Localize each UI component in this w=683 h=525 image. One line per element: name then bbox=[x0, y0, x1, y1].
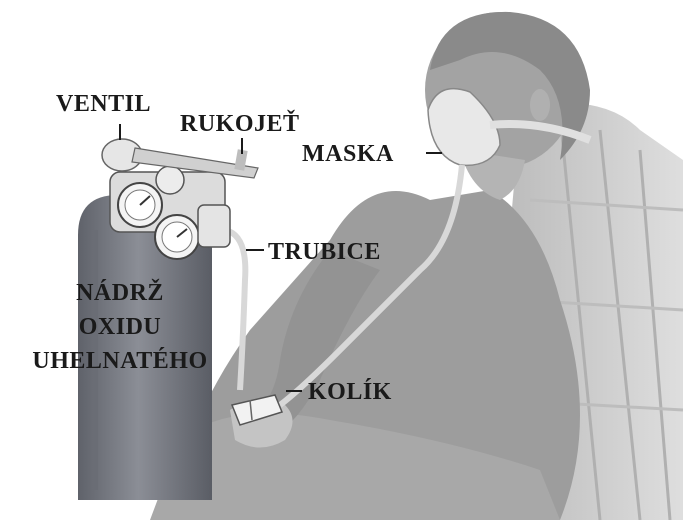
label-ventil: VENTIL bbox=[56, 92, 151, 116]
label-maska: MASKA bbox=[302, 142, 394, 166]
person bbox=[150, 12, 590, 520]
label-trubice: TRUBICE bbox=[268, 240, 381, 264]
label-tank-line3: UHELNATÉHO bbox=[0, 344, 240, 378]
label-rukojet: RUKOJEŤ bbox=[180, 112, 300, 136]
label-tank: NÁDRŽ OXIDU UHELNATÉHO bbox=[0, 276, 240, 378]
label-kolik: KOLÍK bbox=[308, 380, 392, 404]
label-tank-line1: NÁDRŽ bbox=[0, 276, 240, 310]
label-tank-line2: OXIDU bbox=[0, 310, 240, 344]
